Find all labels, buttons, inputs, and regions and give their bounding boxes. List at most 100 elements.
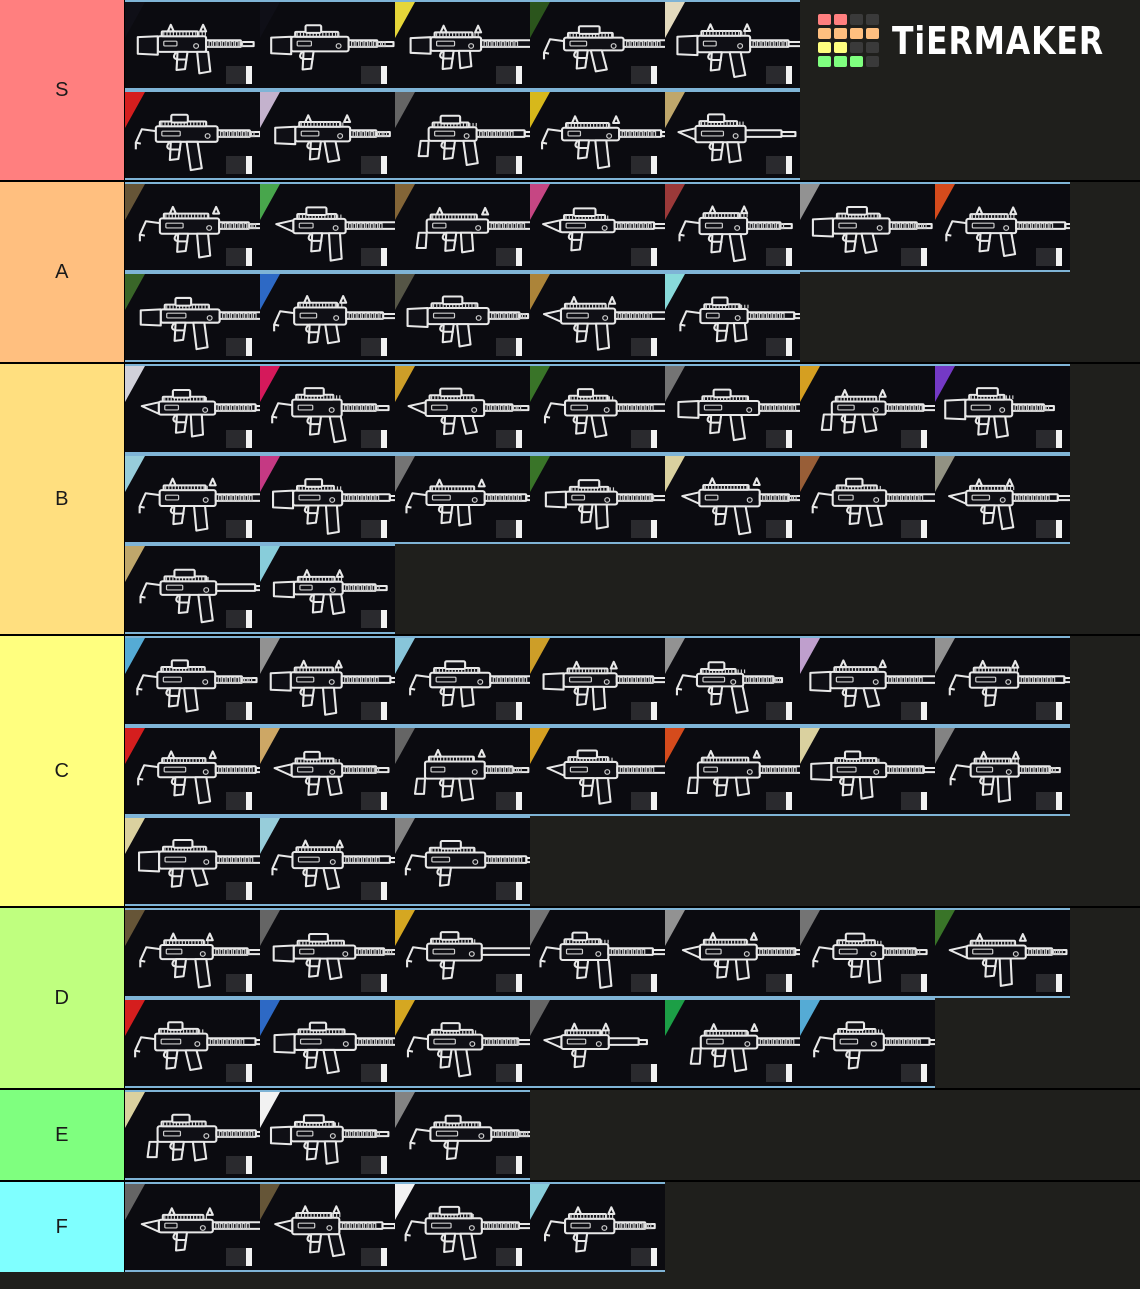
- tier-item-suppressed-carbine[interactable]: [800, 908, 935, 998]
- tier-item-wire-stock-carbine[interactable]: [395, 364, 530, 454]
- tier-item-compact-smg-rail[interactable]: [125, 816, 260, 906]
- weapon-outline-icon: [125, 92, 260, 178]
- tier-item-vector-smg[interactable]: [530, 90, 665, 180]
- tier-item-micro-smg-compact[interactable]: [125, 544, 260, 634]
- tier-item-compact-rifle-short[interactable]: [935, 908, 1070, 998]
- tier-item-pistol-caliber-carbine[interactable]: [530, 636, 665, 726]
- tier-item-p90-smg[interactable]: [665, 998, 800, 1088]
- tier-item-railed-smg[interactable]: [665, 182, 800, 272]
- item-watermark-badge: [766, 338, 792, 356]
- weapon-outline-icon: [395, 184, 530, 270]
- tier-item-machine-pistol-red[interactable]: [125, 90, 260, 180]
- tier-item-compact-pdw[interactable]: [530, 272, 665, 362]
- tier-item-compact-assault-rifle[interactable]: [125, 454, 260, 544]
- tier-item-heavy-carbine[interactable]: [260, 454, 395, 544]
- weapon-outline-icon: [665, 366, 800, 452]
- tier-item-long-railed-rifle[interactable]: [530, 364, 665, 454]
- item-watermark-bar: [246, 610, 252, 628]
- tier-item-break-action-shotgun[interactable]: [395, 816, 530, 906]
- tier-item-scoped-carbine[interactable]: [125, 182, 260, 272]
- tier-item-uzi-smg[interactable]: [125, 998, 260, 1088]
- tier-item-angled-mag-rifle[interactable]: [125, 908, 260, 998]
- tier-item-pump-shotgun[interactable]: [260, 0, 395, 90]
- tier-items-a[interactable]: [125, 182, 1140, 362]
- tier-item-ak-bullpup-conversion[interactable]: [260, 998, 395, 1088]
- tier-item-vented-carbine[interactable]: [260, 636, 395, 726]
- tier-item-ar-pistol[interactable]: [530, 908, 665, 998]
- tier-item-mp5k-smg[interactable]: [935, 726, 1070, 816]
- tier-item-short-barrel-rifle[interactable]: [125, 636, 260, 726]
- tier-item-compact-smg-folding-stock[interactable]: [395, 0, 530, 90]
- tier-item-suppressed-smg[interactable]: [395, 636, 530, 726]
- tier-item-bullpup-aug[interactable]: [395, 726, 530, 816]
- tier-item-lever-shotgun[interactable]: [935, 636, 1070, 726]
- tier-item-compact-pistol-smg[interactable]: [530, 726, 665, 816]
- tier-item-smg-wire-stock[interactable]: [530, 0, 665, 90]
- tier-item-heat-shield-carbine[interactable]: [800, 726, 935, 816]
- tier-item-tube-fed-shotgun[interactable]: [800, 998, 935, 1088]
- tier-item-suppressed-machine-pistol[interactable]: [260, 90, 395, 180]
- tier-item-short-carbine[interactable]: [125, 272, 260, 362]
- tier-item-sig-carbine[interactable]: [935, 364, 1070, 454]
- tier-item-short-smg-optic[interactable]: [260, 908, 395, 998]
- tier-items-s[interactable]: [125, 0, 1140, 180]
- weapon-outline-icon: [935, 366, 1070, 452]
- item-watermark-badge: [226, 1064, 252, 1082]
- tier-items-f[interactable]: [125, 1182, 1140, 1272]
- tier-item-scoped-pdw[interactable]: [665, 908, 800, 998]
- tier-item-railed-carbine[interactable]: [665, 454, 800, 544]
- tier-item-long-rail-carbine[interactable]: [260, 816, 395, 906]
- tier-label-s[interactable]: S: [0, 0, 125, 180]
- tier-item-aug-bullpup[interactable]: [125, 1090, 260, 1180]
- tier-item-machine-pistol-tiny[interactable]: [395, 908, 530, 998]
- tier-item-drum-shotgun[interactable]: [935, 182, 1070, 272]
- tier-items-e[interactable]: [125, 1090, 1140, 1180]
- tier-item-mp5-smg[interactable]: [800, 182, 935, 272]
- tier-item-wood-stock-rifle[interactable]: [800, 454, 935, 544]
- tier-item-pump-action-shotgun[interactable]: [530, 1182, 665, 1272]
- tier-item-optic-carbine[interactable]: [665, 364, 800, 454]
- tier-item-mac-style-smg[interactable]: [665, 636, 800, 726]
- tier-label-e[interactable]: E: [0, 1090, 125, 1180]
- tier-item-skeleton-stock-smg[interactable]: [935, 454, 1070, 544]
- tier-item-futuristic-rifle[interactable]: [260, 272, 395, 362]
- tier-item-bullpup-ak[interactable]: [665, 726, 800, 816]
- tier-item-ak-pattern-rifle[interactable]: [260, 182, 395, 272]
- tier-item-bullpup-rifle-g36[interactable]: [395, 182, 530, 272]
- tier-item-combat-shotgun[interactable]: [125, 1182, 260, 1272]
- tier-label-a[interactable]: A: [0, 182, 125, 362]
- tier-item-vented-smg[interactable]: [260, 1090, 395, 1180]
- tier-item-ak-carbine[interactable]: [530, 454, 665, 544]
- tier-label-c[interactable]: C: [0, 636, 125, 906]
- tier-label-f[interactable]: F: [0, 1182, 125, 1272]
- tier-item-machine-pistol-compact[interactable]: [800, 636, 935, 726]
- tier-label-d[interactable]: D: [0, 908, 125, 1088]
- tier-item-compact-pistol[interactable]: [530, 998, 665, 1088]
- tier-item-micro-smg[interactable]: [665, 90, 800, 180]
- weapon-outline-icon: [395, 274, 530, 360]
- tier-item-ak-heatshield[interactable]: [395, 1182, 530, 1272]
- tier-item-bullpup-rifle-dark[interactable]: [800, 364, 935, 454]
- tier-item-folding-stock-smg[interactable]: [260, 1182, 395, 1272]
- tier-items-d[interactable]: [125, 908, 1140, 1088]
- tier-item-tactical-shotgun[interactable]: [530, 182, 665, 272]
- tier-item-pdw-folding[interactable]: [260, 544, 395, 634]
- item-watermark-badge: [766, 702, 792, 720]
- tier-item-railed-rifle-angled-grip[interactable]: [125, 726, 260, 816]
- item-watermark-badge: [631, 1248, 657, 1266]
- tier-item-m4-carbine[interactable]: [395, 272, 530, 362]
- tier-item-smg-with-stock[interactable]: [125, 364, 260, 454]
- tier-item-grenade-launcher[interactable]: [665, 0, 800, 90]
- tier-item-bullpup-smg[interactable]: [395, 90, 530, 180]
- tier-item-sawed-off-shotgun[interactable]: [395, 1090, 530, 1180]
- tier-label-b[interactable]: B: [0, 364, 125, 634]
- tier-items-c[interactable]: [125, 636, 1140, 906]
- tier-item-tactical-carbine[interactable]: [260, 726, 395, 816]
- tier-item-slim-rifle[interactable]: [395, 454, 530, 544]
- item-watermark-badge: [361, 66, 387, 84]
- tier-item-scar-rifle[interactable]: [665, 272, 800, 362]
- tier-item-kriss-vector[interactable]: [395, 998, 530, 1088]
- tier-items-b[interactable]: [125, 364, 1140, 634]
- tier-item-assault-rifle-long-barrel[interactable]: [125, 0, 260, 90]
- tier-item-vented-barrel-rifle[interactable]: [260, 364, 395, 454]
